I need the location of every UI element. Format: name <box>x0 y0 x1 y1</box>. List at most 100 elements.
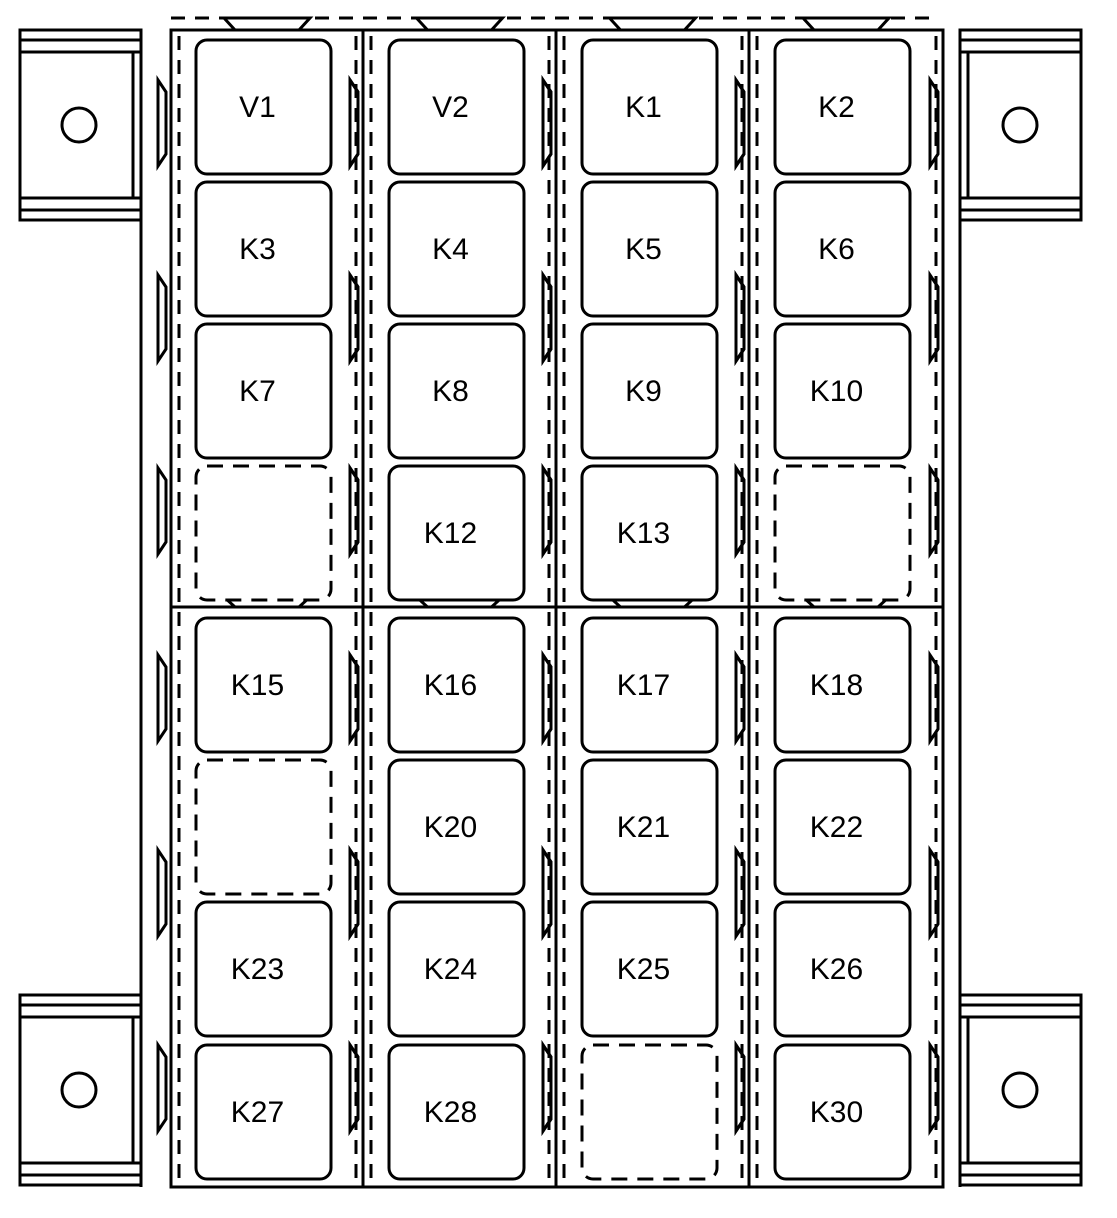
relay-slot[interactable]: K2 <box>773 38 912 176</box>
relay-slot[interactable]: K21 <box>580 758 719 896</box>
relay-slot[interactable]: K23 <box>194 900 333 1038</box>
relay-slot[interactable]: K25 <box>580 900 719 1038</box>
relay-outline[interactable] <box>194 38 333 176</box>
relay-slot[interactable]: K26 <box>773 900 912 1038</box>
relay-outline[interactable] <box>194 1043 333 1181</box>
relay-label: K24 <box>424 953 477 986</box>
relay-slot[interactable]: V1 <box>194 38 333 176</box>
side-latch-icon <box>348 1040 360 1136</box>
relay-slot[interactable]: K12 <box>387 464 526 602</box>
relay-label: K30 <box>810 1096 863 1129</box>
side-latch-icon <box>928 270 940 366</box>
relay-slot[interactable]: K28 <box>387 1043 526 1181</box>
relay-outline[interactable] <box>580 464 719 602</box>
relay-label: K26 <box>810 953 863 986</box>
relay-slot[interactable]: K30 <box>773 1043 912 1181</box>
relay-label: K10 <box>810 375 863 408</box>
relay-outline[interactable] <box>194 616 333 754</box>
side-latch-icon <box>156 75 168 171</box>
relay-slot[interactable]: K15 <box>194 616 333 754</box>
relay-outline[interactable] <box>194 180 333 318</box>
relay-slot[interactable]: K9 <box>580 322 719 460</box>
relay-label: V2 <box>432 91 469 124</box>
relay-slot[interactable]: K17 <box>580 616 719 754</box>
relay-outline[interactable] <box>387 616 526 754</box>
top-clip-icon <box>606 16 699 32</box>
relay-slot[interactable]: K18 <box>773 616 912 754</box>
bracket-outline <box>958 993 1083 1187</box>
side-latch-icon <box>928 463 940 559</box>
relay-outline[interactable] <box>387 464 526 602</box>
relay-slot[interactable]: K10 <box>773 322 912 460</box>
relay-outline[interactable] <box>580 900 719 1038</box>
top-clip-icon <box>220 16 314 32</box>
relay-outline[interactable] <box>387 38 526 176</box>
empty-slot-outline[interactable] <box>194 464 333 602</box>
side-latch-icon <box>156 1040 168 1136</box>
relay-outline[interactable] <box>580 758 719 896</box>
side-latch-icon <box>541 650 553 746</box>
relay-outline[interactable] <box>387 900 526 1038</box>
empty-slot-outline[interactable] <box>773 464 912 602</box>
relay-label: K21 <box>617 811 670 844</box>
mounting-hole-icon <box>1001 1071 1039 1109</box>
relay-slot[interactable]: K22 <box>773 758 912 896</box>
relay-slot[interactable]: K1 <box>580 38 719 176</box>
relay-label: K2 <box>818 91 855 124</box>
relay-outline[interactable] <box>773 900 912 1038</box>
relay-outline[interactable] <box>773 38 912 176</box>
relay-outline[interactable] <box>387 322 526 460</box>
relay-label: K9 <box>625 375 662 408</box>
empty-relay-slot[interactable] <box>773 464 912 602</box>
relay-outline[interactable] <box>387 180 526 318</box>
empty-slot-outline[interactable] <box>580 1043 719 1181</box>
relay-outline[interactable] <box>773 180 912 318</box>
bracket-outline <box>18 28 143 222</box>
relay-slot[interactable]: K3 <box>194 180 333 318</box>
mounting-bracket-top-right <box>958 28 1083 222</box>
relay-outline[interactable] <box>773 322 912 460</box>
relay-outline[interactable] <box>773 1043 912 1181</box>
relay-slot[interactable]: K24 <box>387 900 526 1038</box>
empty-relay-slot[interactable] <box>580 1043 719 1181</box>
relay-slot[interactable]: K4 <box>387 180 526 318</box>
relay-slot[interactable]: K20 <box>387 758 526 896</box>
relay-label: V1 <box>239 91 276 124</box>
side-latch-icon <box>734 650 746 746</box>
empty-slot-outline[interactable] <box>194 758 333 896</box>
relay-label: K22 <box>810 811 863 844</box>
relay-label: K8 <box>432 375 469 408</box>
top-clip-icon <box>413 16 506 32</box>
side-latch-icon <box>734 1040 746 1136</box>
relay-outline[interactable] <box>773 616 912 754</box>
empty-relay-slot[interactable] <box>194 464 333 602</box>
relay-slot[interactable]: K8 <box>387 322 526 460</box>
relay-outline[interactable] <box>580 180 719 318</box>
side-latch-icon <box>348 650 360 746</box>
relay-slot[interactable]: K7 <box>194 322 333 460</box>
relay-slot[interactable]: K5 <box>580 180 719 318</box>
relay-label: K12 <box>424 517 477 550</box>
relay-label: K17 <box>617 669 670 702</box>
relay-outline[interactable] <box>580 616 719 754</box>
relay-block-housing <box>139 16 962 1189</box>
relay-label: K7 <box>239 375 276 408</box>
relay-outline[interactable] <box>194 900 333 1038</box>
relay-label: K23 <box>231 953 284 986</box>
relay-slot[interactable]: K13 <box>580 464 719 602</box>
relay-outline[interactable] <box>387 1043 526 1181</box>
relay-label: K4 <box>432 233 469 266</box>
relay-outline[interactable] <box>580 322 719 460</box>
relay-slot[interactable]: K6 <box>773 180 912 318</box>
relay-slot[interactable]: K27 <box>194 1043 333 1181</box>
relay-outline[interactable] <box>194 322 333 460</box>
relay-outline[interactable] <box>773 758 912 896</box>
relay-outline[interactable] <box>580 38 719 176</box>
relay-slot[interactable]: V2 <box>387 38 526 176</box>
empty-relay-slot[interactable] <box>194 758 333 896</box>
relay-outline[interactable] <box>387 758 526 896</box>
relay-slot[interactable]: K16 <box>387 616 526 754</box>
relay-label: K3 <box>239 233 276 266</box>
side-latch-icon <box>928 1040 940 1136</box>
side-latch-icon <box>156 650 168 746</box>
